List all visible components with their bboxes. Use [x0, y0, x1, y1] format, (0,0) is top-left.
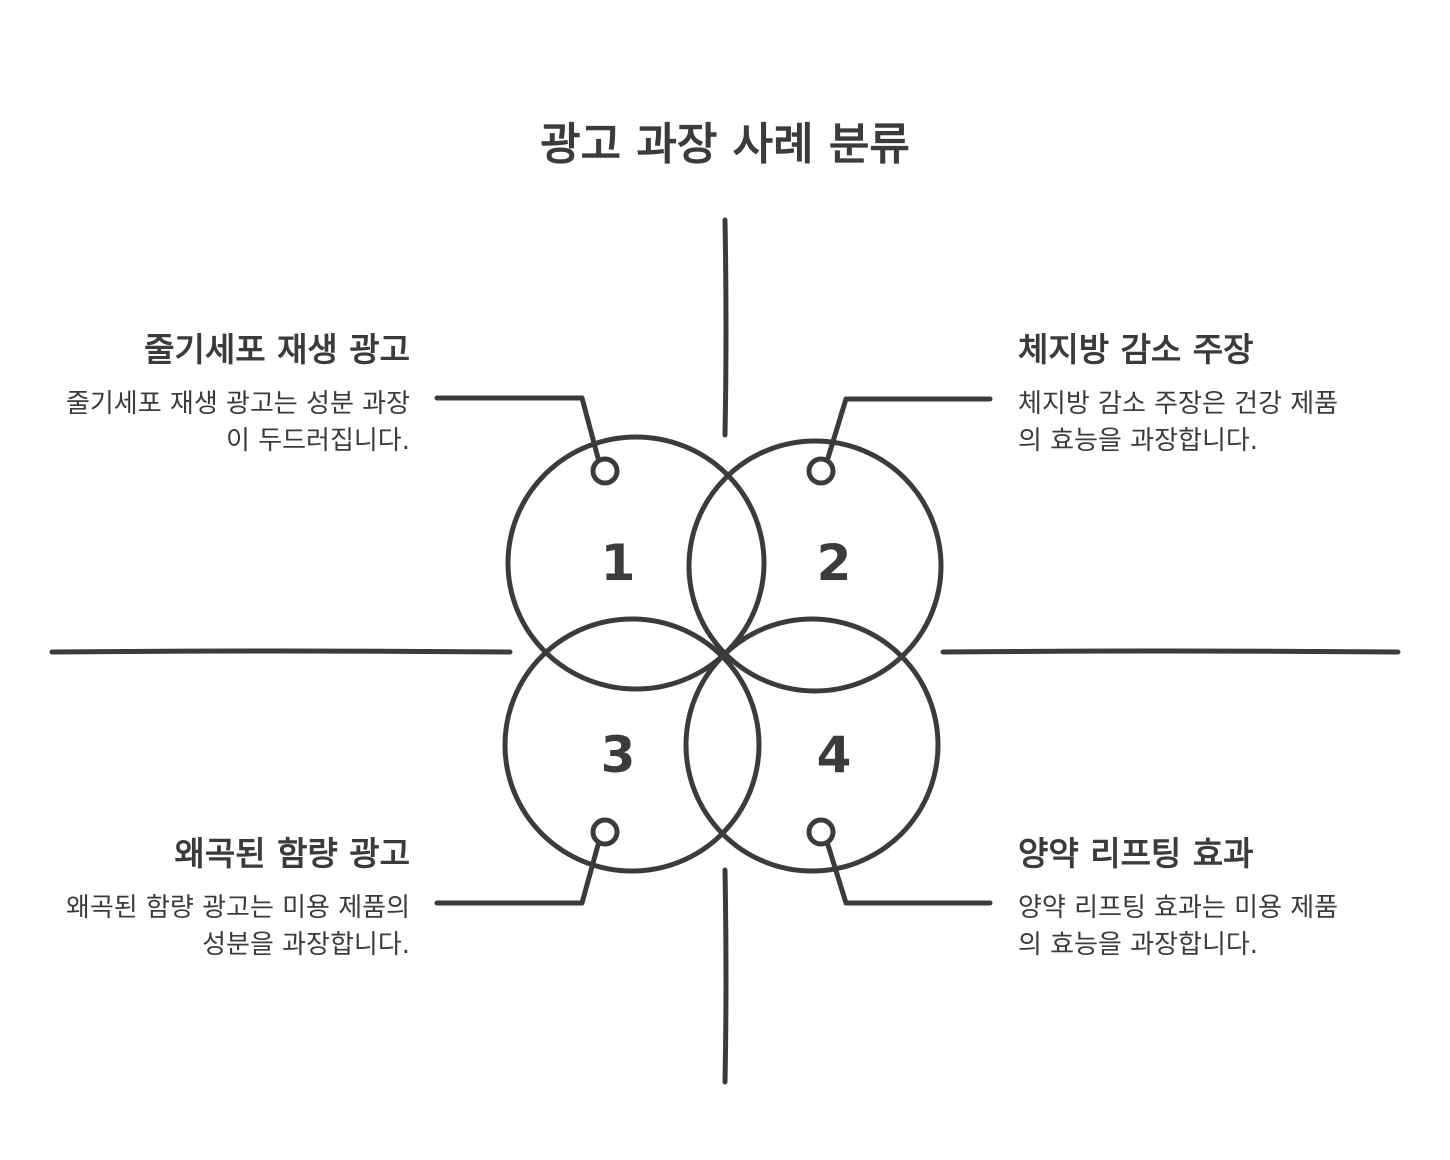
connector-dot-4: [806, 817, 836, 847]
axis-horizontal-left: [49, 648, 513, 655]
label-description-3: 왜곡된 함량 광고는 미용 제품의 성분을 과장합니다.: [65, 892, 410, 961]
circle-number-3: 3: [601, 726, 636, 784]
label-block-3: 왜곡된 함량 광고 왜곡된 함량 광고는 미용 제품의 성분을 과장합니다.: [50, 834, 410, 965]
label-heading-4: 양약 리프팅 효과: [1018, 834, 1254, 873]
label-heading-3: 왜곡된 함량 광고: [174, 834, 411, 873]
axis-horizontal-right: [940, 648, 1401, 655]
circle-number-4: 4: [817, 726, 852, 784]
connector-dot-3: [590, 817, 620, 847]
circle-4: [683, 616, 941, 874]
label-description-4: 양약 리프팅 효과는 미용 제품의 효능을 과장합니다.: [1018, 892, 1339, 961]
connector-3: [434, 842, 601, 906]
label-block-4: 양약 리프팅 효과 양약 리프팅 효과는 미용 제품의 효능을 과장합니다.: [1018, 834, 1358, 965]
axis-vertical-top: [722, 217, 729, 438]
circle-number-2: 2: [817, 534, 852, 592]
label-description-2: 체지방 감소 주장은 건강 제품의 효능을 과장합니다.: [1018, 388, 1339, 457]
page-title: 광고 과장 사례 분류: [540, 119, 910, 170]
circle-3: [502, 616, 762, 874]
label-heading-1: 줄기세포 재생 광고: [144, 330, 410, 369]
label-block-2: 체지방 감소 주장 체지방 감소 주장은 건강 제품의 효능을 과장합니다.: [1018, 330, 1358, 461]
label-heading-2: 체지방 감소 주장: [1018, 330, 1254, 369]
connector-dot-2: [806, 456, 836, 486]
connector-4: [825, 842, 993, 906]
connector-dot-1: [590, 456, 620, 486]
connector-1: [434, 395, 601, 461]
circle-2: [686, 438, 944, 694]
label-description-1: 줄기세포 재생 광고는 성분 과장이 두드러집니다.: [65, 388, 410, 457]
axis-vertical-bottom: [722, 867, 729, 1085]
label-block-1: 줄기세포 재생 광고 줄기세포 재생 광고는 성분 과장이 두드러집니다.: [50, 330, 410, 461]
connector-2: [825, 396, 993, 461]
circle-number-1: 1: [601, 534, 636, 592]
circle-1: [505, 434, 767, 692]
